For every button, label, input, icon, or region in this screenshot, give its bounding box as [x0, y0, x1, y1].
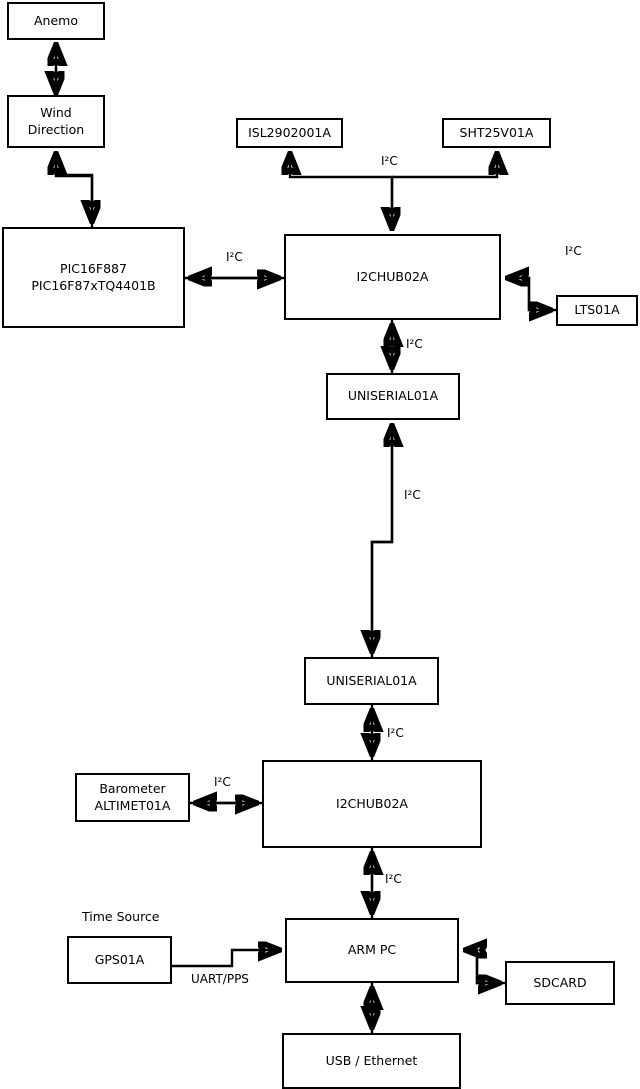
node-gps01a-label: GPS01A: [94, 951, 145, 967]
wire-wind-pic: [54, 156, 92, 220]
node-sht25v01a-label: SHT25V01A: [459, 124, 534, 140]
node-usb-ethernet-label: USB / Ethernet: [325, 1052, 418, 1068]
edge-label-i2c-hub-uniserial-top: I²C: [406, 337, 423, 351]
node-i2chub02a-top-label: I2CHUB02A: [356, 268, 429, 284]
edge-label-i2c-hub-lts: I²C: [565, 244, 582, 258]
node-i2chub02a-bottom-label: I2CHUB02A: [336, 795, 408, 811]
node-sht25v01a[interactable]: SHT25V01A: [442, 118, 551, 148]
wire-hub-lts: [509, 276, 549, 310]
wire-pic-wind: [56, 155, 94, 227]
edge-label-i2c-barometer-hub: I²C: [214, 775, 231, 789]
node-wind-direction[interactable]: Wind Direction: [7, 95, 105, 148]
edge-label-i2c-pic-hub: I²C: [226, 250, 243, 264]
label-time-source: Time Source: [82, 909, 160, 924]
wire-hub-sensorbus-isl: [290, 155, 394, 227]
node-uniserial01a-top[interactable]: UNISERIAL01A: [326, 373, 460, 420]
edge-label-i2c-uniserial-hub-bottom: I²C: [387, 726, 404, 740]
edge-label-uart-pps: UART/PPS: [191, 972, 249, 986]
edge-label-i2c-sensor-bus: I²C: [381, 154, 398, 168]
node-wind-direction-label: Wind Direction: [27, 105, 85, 137]
node-pic-mcu[interactable]: PIC16F887 PIC16F87xTQ4401B: [2, 227, 185, 328]
node-uniserial01a-bottom[interactable]: UNISERIAL01A: [304, 657, 439, 705]
node-arm-pc-label: ARM PC: [347, 942, 397, 958]
node-lts01a-label: LTS01A: [574, 302, 620, 318]
node-sdcard-label: SDCARD: [533, 974, 587, 990]
node-isl2902001a-label: ISL2902001A: [248, 124, 331, 140]
wire-hub-sensorbus-sht: [392, 155, 497, 179]
node-isl2902001a[interactable]: ISL2902001A: [236, 118, 343, 148]
wire-sdcard-armpc: [467, 950, 505, 985]
node-anemo[interactable]: Anemo: [7, 2, 105, 40]
edge-label-i2c-hub-armpc: I²C: [385, 872, 402, 886]
wire-armpc-sdcard: [467, 948, 498, 983]
node-barometer-altimet01a[interactable]: Barometer ALTIMET01A: [75, 773, 190, 822]
node-lts01a[interactable]: LTS01A: [556, 295, 638, 326]
wire-gps-armpc: [172, 950, 278, 968]
node-sdcard[interactable]: SDCARD: [505, 961, 615, 1005]
node-i2chub02a-bottom[interactable]: I2CHUB02A: [262, 760, 482, 848]
node-pic-mcu-label: PIC16F887 PIC16F87xTQ4401B: [31, 261, 156, 293]
edge-label-i2c-uniserial-link: I²C: [404, 488, 421, 502]
node-anemo-label: Anemo: [34, 12, 78, 28]
node-usb-ethernet[interactable]: USB / Ethernet: [282, 1033, 461, 1089]
wire-unitop-unibot: [372, 427, 394, 650]
node-arm-pc[interactable]: ARM PC: [285, 918, 459, 983]
node-gps01a[interactable]: GPS01A: [67, 936, 172, 984]
node-uniserial01a-top-label: UNISERIAL01A: [347, 388, 439, 404]
wire-lts-hub: [509, 278, 556, 312]
node-uniserial01a-bottom-label: UNISERIAL01A: [326, 672, 417, 688]
node-i2chub02a-top[interactable]: I2CHUB02A: [284, 234, 501, 320]
node-barometer-altimet01a-label: Barometer ALTIMET01A: [94, 781, 171, 813]
